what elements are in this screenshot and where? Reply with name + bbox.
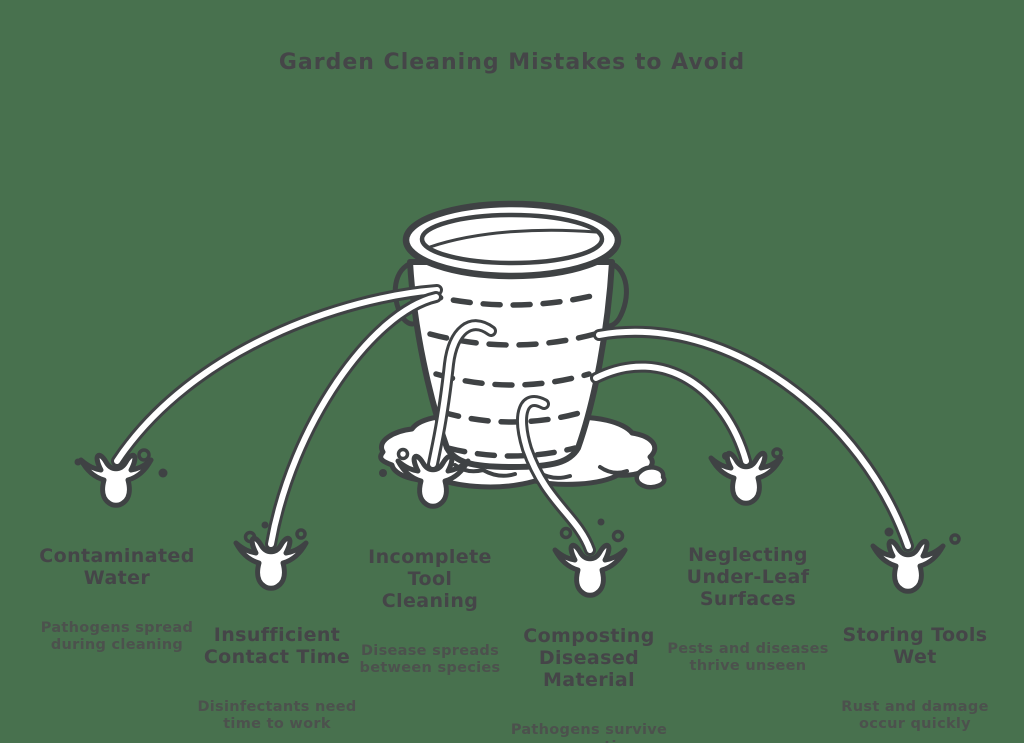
mistake-label-composting-diseased-material: Composting Diseased Material Pathogens s… — [494, 606, 684, 743]
droplet-icon — [396, 447, 410, 461]
water-surface-line — [428, 228, 598, 249]
mistake-label-insufficient-contact-time: Insufficient Contact Time Disinfectants … — [182, 605, 372, 743]
droplet-icon — [261, 521, 269, 529]
droplet-icon — [379, 469, 387, 477]
mistake-detail: Pathogens spread during cleaning — [40, 620, 194, 653]
mistake-label-incomplete-tool-cleaning: Incomplete Tool Cleaning Disease spreads… — [335, 527, 525, 695]
stream-arc-contaminated-water — [111, 284, 443, 467]
droplet-icon — [74, 458, 82, 466]
stream-arc-incomplete-tool-cleaning — [427, 319, 497, 470]
puddle-blob-icon — [634, 465, 667, 490]
mistake-heading: Contaminated Water — [39, 545, 195, 589]
stream-arc-composting-diseased-material — [516, 395, 596, 556]
mistake-label-storing-tools-wet: Storing Tools Wet Rust and damage occur … — [820, 605, 1010, 743]
stream-arc-storing-tools-wet — [593, 325, 914, 552]
mistake-detail: Pests and diseases thrive unseen — [667, 641, 829, 674]
mistake-heading: Storing Tools Wet — [842, 624, 988, 668]
droplet-icon — [158, 468, 168, 478]
bucket-rim-inner — [419, 212, 605, 266]
droplet-icon — [137, 448, 151, 462]
bucket-handle-right-icon — [602, 259, 629, 329]
stream-arc-insufficient-contact-time — [265, 291, 442, 550]
mistake-heading: Neglecting Under-Leaf Surfaces — [686, 544, 810, 610]
mistake-detail: Disease spreads between species — [359, 643, 501, 676]
mistake-heading: Incomplete Tool Cleaning — [368, 546, 492, 612]
droplet-icon — [611, 529, 625, 543]
mistake-label-contaminated-water: Contaminated Water Pathogens spread duri… — [22, 526, 212, 672]
page-title: Garden Cleaning Mistakes to Avoid — [278, 50, 746, 75]
droplet-icon — [722, 452, 730, 460]
droplet-icon — [243, 530, 257, 544]
mistake-heading: Insufficient Contact Time — [203, 624, 351, 668]
mistake-detail: Pathogens survive composting process — [510, 722, 668, 743]
droplet-icon — [949, 533, 961, 545]
droplet-icon — [295, 528, 307, 540]
splash-droplets — [74, 447, 961, 545]
mistake-label-neglecting-under-leaf-surfaces: Neglecting Under-Leaf Surfaces Pests and… — [653, 525, 843, 693]
stream-arc-neglecting-under-leaf — [590, 360, 752, 467]
droplet-icon — [771, 447, 783, 459]
bucket-dashed-seams — [421, 291, 603, 459]
mistake-heading: Composting Diseased Material — [523, 625, 655, 691]
droplet-icon — [597, 518, 605, 526]
puddle-ripple-icon — [598, 465, 629, 475]
droplet-icon — [559, 526, 573, 540]
water-streams — [111, 284, 914, 556]
mistake-detail: Rust and damage occur quickly — [841, 699, 989, 732]
droplet-icon — [884, 527, 894, 537]
mistake-detail: Disinfectants need time to work — [197, 699, 357, 732]
bucket-icon — [392, 200, 629, 470]
